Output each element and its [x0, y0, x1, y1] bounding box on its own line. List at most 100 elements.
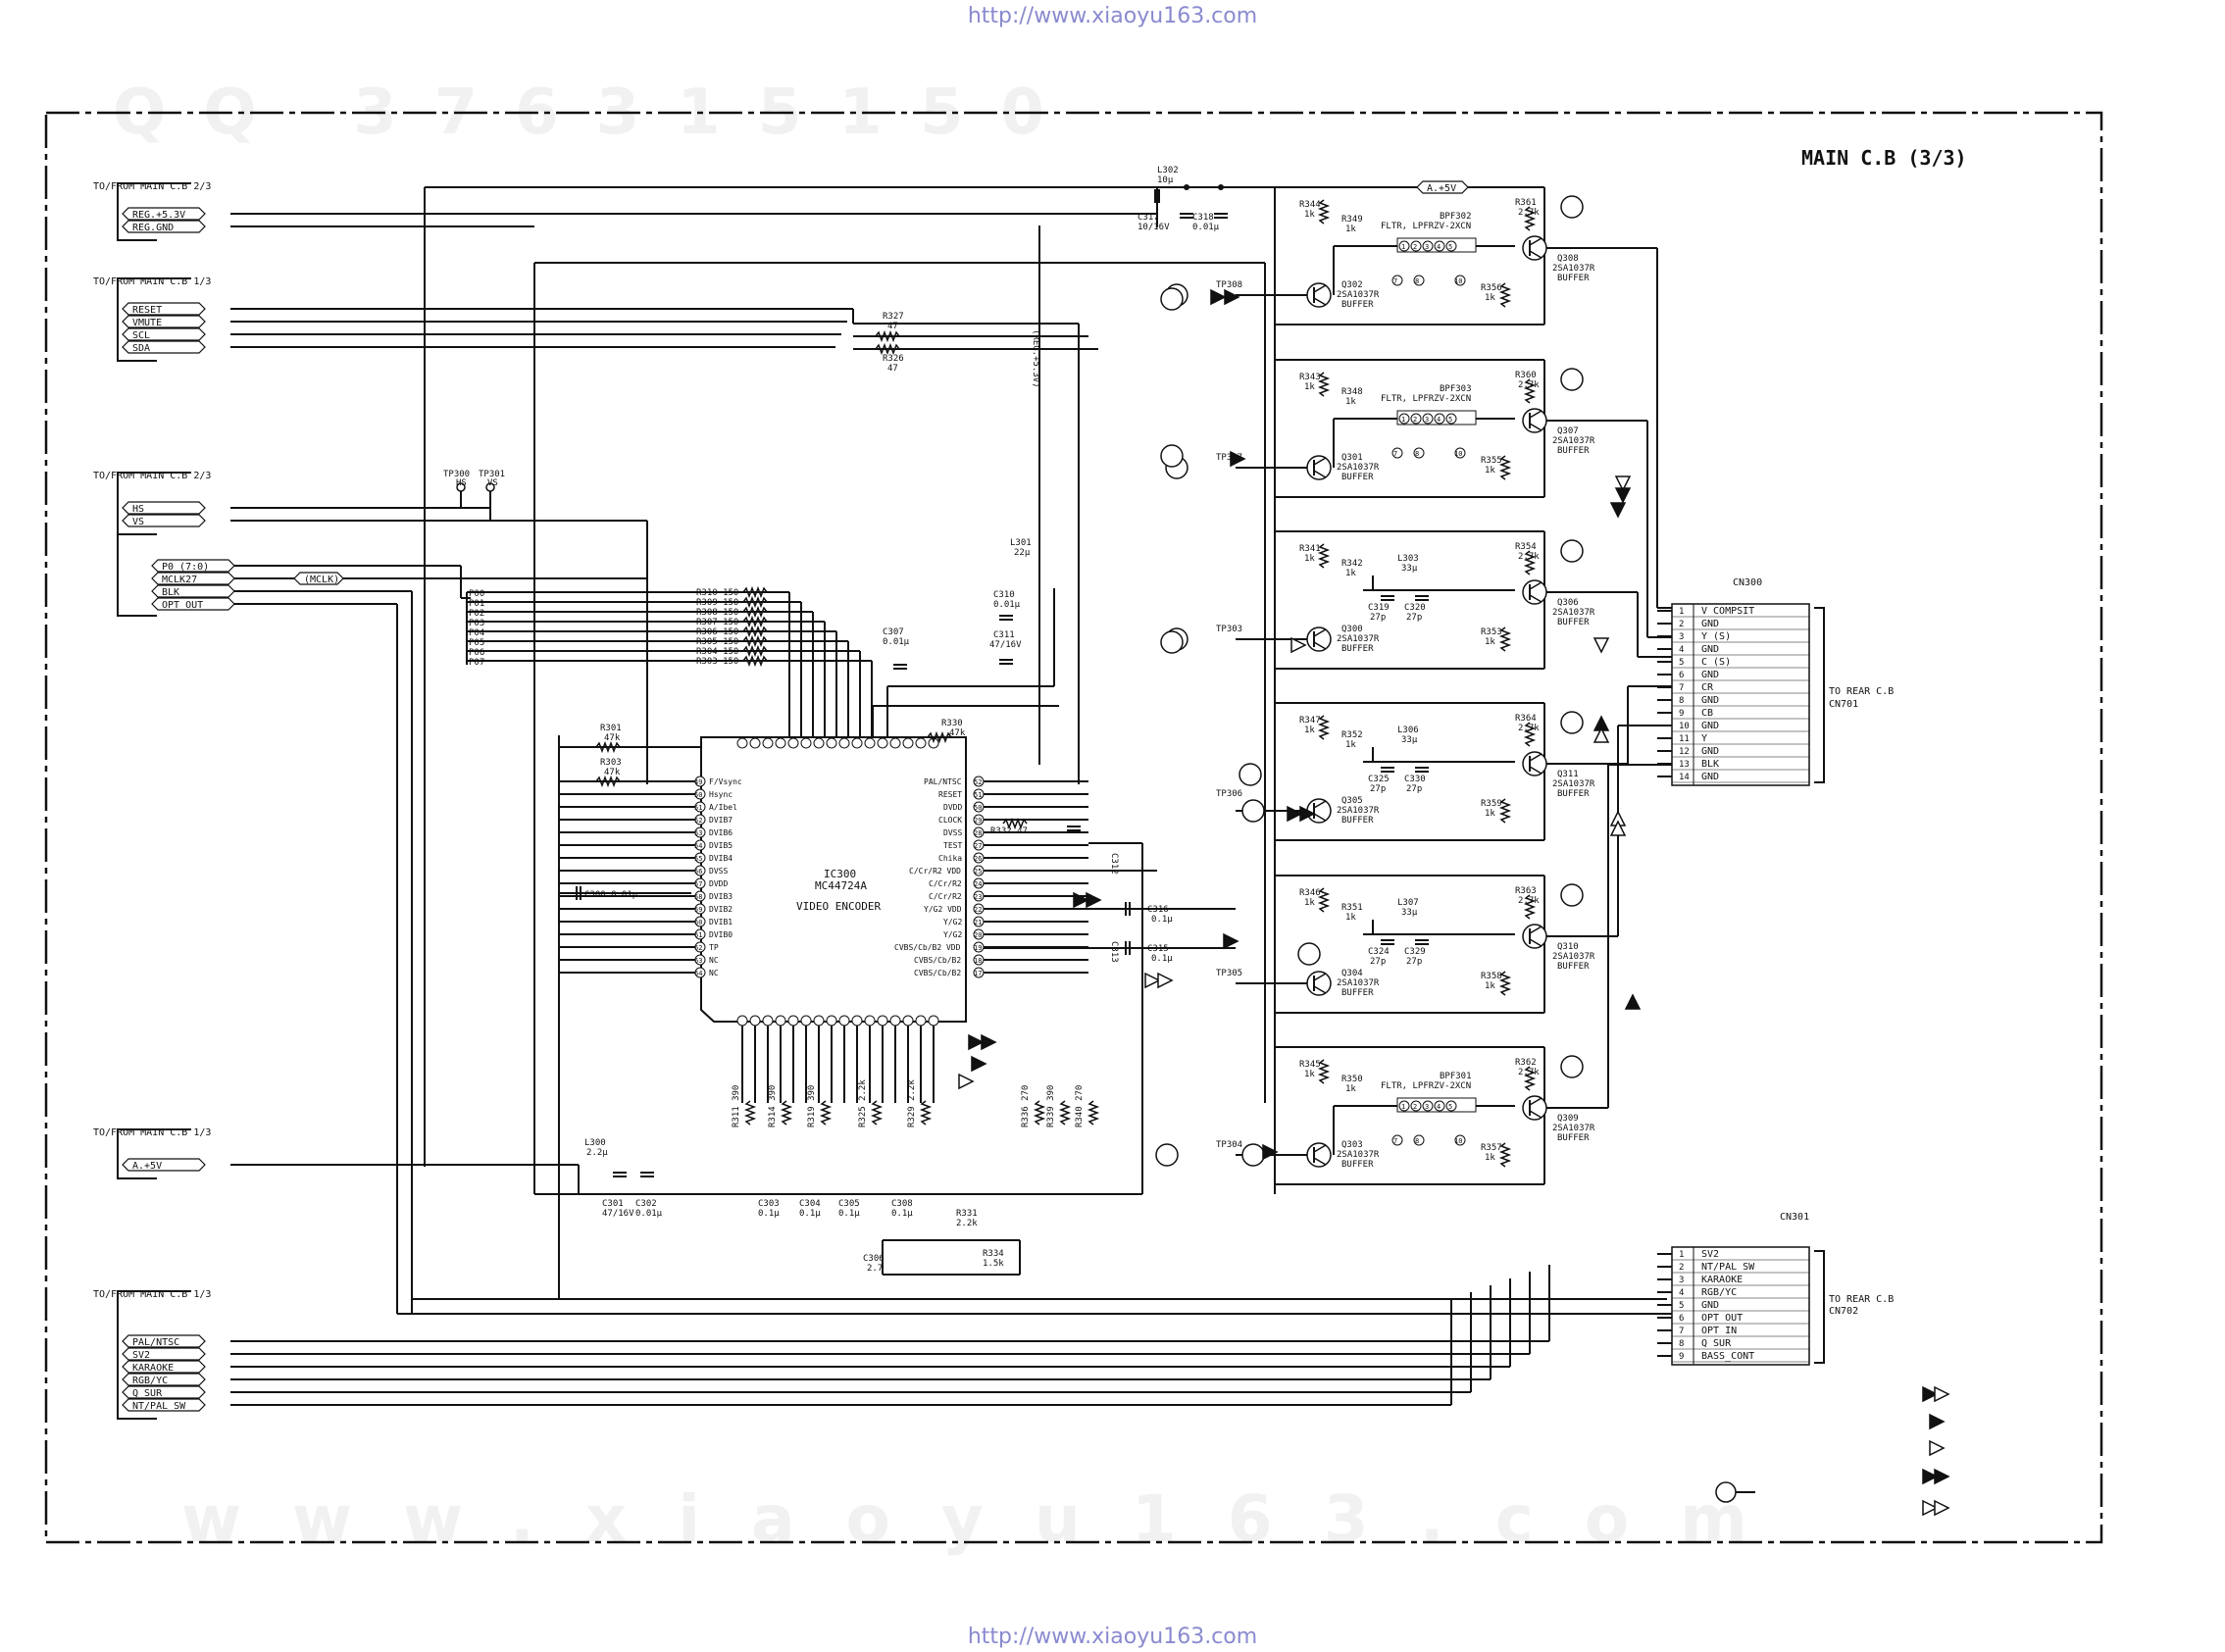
- bpf-pin-low: [1454, 1134, 1466, 1146]
- ic-left-pin: [694, 916, 706, 927]
- ic-left-pin-name-15: NC: [709, 969, 719, 977]
- ic-bottom-pin: [736, 1015, 748, 1026]
- signal-arrow: [1223, 932, 1239, 950]
- signal-arrow: [1922, 1499, 1939, 1517]
- ic-left-pin-num-11: 60: [694, 919, 702, 926]
- stage-5-q-out: Q309: [1557, 1114, 1579, 1124]
- cn300-pin-name-4: C (S): [1701, 657, 1731, 668]
- cn301-bracket: [1814, 1250, 1825, 1364]
- ic-left-pin-name-4: DVIB6: [709, 828, 733, 837]
- transistor-emitter: [1313, 470, 1327, 478]
- stage-0-r-b: R349: [1341, 215, 1363, 225]
- bus-label-2: P02: [469, 609, 484, 619]
- stage-2-q-out-tag: BUFFER: [1557, 618, 1590, 627]
- ic-top-pin: [902, 737, 914, 749]
- test-point-circle: [1560, 1055, 1584, 1078]
- cn300-pin-num-8: 9: [1679, 709, 1684, 719]
- bpf-pin-num-10: 10: [1454, 277, 1462, 285]
- test-point-circle: [1297, 942, 1321, 966]
- ic-left-pin-name-9: DVIB3: [709, 892, 733, 901]
- ic-right-pin-num-1: 51: [974, 791, 982, 799]
- bus-label-3: P03: [469, 619, 484, 628]
- label-c308-value: 0.1µ: [891, 1209, 913, 1219]
- cn300-pin-num-3: 4: [1679, 645, 1684, 655]
- label-c301-value: 47/16V: [602, 1209, 634, 1219]
- component-layer: [122, 180, 1950, 1517]
- resistor-symbol: [875, 342, 900, 356]
- stage-0-q-in-part: 2SA1037R: [1337, 290, 1380, 300]
- connector-tag: [122, 1360, 206, 1374]
- ic-right-pin: [973, 801, 985, 813]
- ic-right-pin-num-14: 18: [974, 957, 982, 965]
- ic-left-pin: [694, 776, 706, 787]
- test-point-circle: [1560, 711, 1584, 734]
- ic-left-pin: [694, 788, 706, 800]
- bus-res-label-6: R304 150: [696, 647, 738, 657]
- label-r340: R340 270: [1075, 1085, 1085, 1127]
- stage-4-l: L307: [1397, 898, 1419, 908]
- ic-left-pin-num-15: 64: [694, 970, 702, 977]
- cn300-pin-name-13: GND: [1701, 772, 1719, 782]
- block-1-signal-0: REG.+5.3V: [132, 210, 185, 221]
- transistor-symbol: [1306, 626, 1332, 652]
- stage-3-r-out-value: 2.7k: [1518, 724, 1540, 733]
- label-r303-value: 47k: [604, 768, 621, 777]
- ic-right-pin-name-6: Chika: [938, 854, 962, 863]
- bpf-pin-low: [1413, 275, 1425, 286]
- ic-left-pin-name-10: DVIB2: [709, 905, 733, 914]
- transistor-collector: [1313, 284, 1327, 293]
- stage-3-q-out: Q311: [1557, 770, 1579, 779]
- header-url[interactable]: http://www.xiaoyu163.com: [967, 4, 1258, 28]
- bpf-pin-low: [1391, 447, 1403, 459]
- transistor-emitter: [1313, 641, 1327, 650]
- cn300-bracket: [1814, 607, 1825, 783]
- bpf-pin: [1434, 1100, 1445, 1112]
- stage-2-c1: C319: [1368, 603, 1390, 613]
- label-r327: R327: [883, 312, 904, 322]
- bpf-pin-num: 1: [1401, 416, 1405, 424]
- stage-2-c2-value: 27p: [1406, 613, 1422, 623]
- transistor-collector: [1529, 753, 1542, 762]
- stage-5-bpf: BPF301: [1440, 1072, 1472, 1081]
- stage-4-r-out: R363: [1515, 886, 1537, 896]
- ic-left-pin-name-7: DVSS: [709, 867, 728, 876]
- transistor-symbol: [1306, 1142, 1332, 1168]
- ic-top-pin: [826, 737, 837, 749]
- cn301-pin-name-8: BASS_CONT: [1701, 1351, 1754, 1362]
- transistor-collector: [1529, 237, 1542, 246]
- ic-left-pin: [694, 801, 706, 813]
- cn301-pin-name-0: SV2: [1701, 1249, 1719, 1260]
- stage-3-q-in: Q305: [1341, 796, 1363, 806]
- bpf-pin-num: 5: [1448, 243, 1452, 251]
- label-r334: R334: [983, 1249, 1004, 1259]
- bpf-pin-num: 1: [1401, 243, 1405, 251]
- label-r301: R301: [600, 724, 622, 733]
- bpf-pin: [1410, 413, 1422, 425]
- footer-url[interactable]: http://www.xiaoyu163.com: [967, 1625, 1258, 1649]
- label-c316-value: 0.1µ: [1151, 915, 1173, 925]
- label-c311-value: 47/16V: [989, 640, 1022, 650]
- stage-2-q-in-part: 2SA1037R: [1337, 634, 1380, 644]
- block-1-signal-1: REG.GND: [132, 223, 174, 233]
- label-c313: C313: [1109, 941, 1119, 963]
- ic-right-pin: [973, 877, 985, 889]
- ic-left-pin-num-8: 57: [694, 880, 702, 888]
- connector-tag: [122, 1334, 206, 1348]
- stage-1-r-out-value: 2.7k: [1518, 380, 1540, 390]
- resistor-symbol: [1087, 1100, 1100, 1126]
- label-r301-value: 47k: [604, 733, 621, 743]
- test-point-circle: [1241, 799, 1265, 823]
- stage-4-r-out-value: 2.7k: [1518, 896, 1540, 906]
- bus-res-label-3: R307 150: [696, 618, 738, 627]
- ic-right-pin-name-4: DVSS: [943, 828, 962, 837]
- stage-0-r-e: R356: [1481, 283, 1502, 293]
- ic-left-pin-num-14: 63: [694, 957, 702, 965]
- stage-4-q-in-tag: BUFFER: [1341, 988, 1374, 998]
- cn301-pin-name-2: KARAOKE: [1701, 1275, 1743, 1285]
- label-c318-value: 0.01µ: [1192, 223, 1220, 232]
- stage-3-q-out-part: 2SA1037R: [1552, 779, 1595, 789]
- connector-tag: [1416, 180, 1469, 194]
- stage-2-q-in-tag: BUFFER: [1341, 644, 1374, 654]
- bpf-pin-low: [1413, 1134, 1425, 1146]
- stage-3-r-top-value: 1k: [1304, 726, 1315, 735]
